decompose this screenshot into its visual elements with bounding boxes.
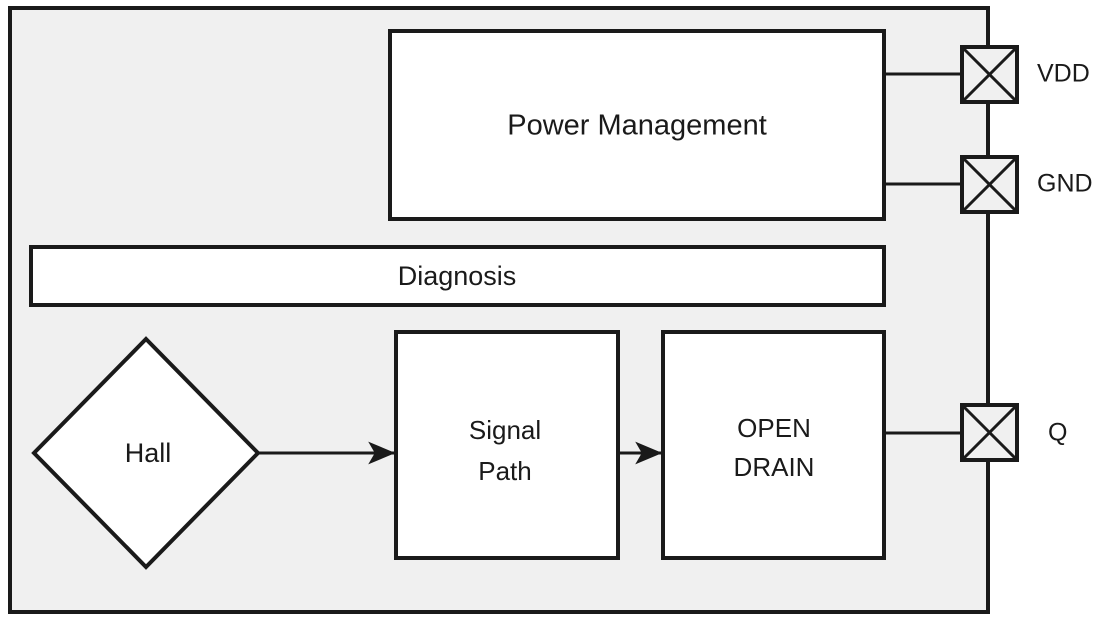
- block-signal-path-label-line2: Path: [478, 456, 532, 486]
- block-open-drain-label-line2: DRAIN: [734, 452, 815, 482]
- block-hall-label: Hall: [125, 438, 172, 468]
- block-power-management[interactable]: Power Management: [388, 29, 886, 221]
- pad-gnd-cross-diagonal-2: [960, 155, 1019, 214]
- block-hall-diamond: [31, 336, 261, 570]
- pad-q-cross-diagonal-2: [960, 403, 1019, 462]
- block-open-drain-rect: [661, 330, 886, 560]
- block-hall[interactable]: Hall: [31, 336, 261, 570]
- pad-q-label: Q: [1048, 419, 1067, 447]
- pad-gnd-label: GND: [1037, 170, 1093, 198]
- block-open-drain[interactable]: OPEN DRAIN: [661, 330, 886, 560]
- pad-vdd[interactable]: VDD: [960, 45, 1090, 104]
- block-open-drain-label-line1: OPEN: [737, 413, 811, 443]
- pad-q[interactable]: Q: [960, 403, 1067, 462]
- block-signal-path-label-line1: Signal: [469, 415, 541, 445]
- pad-gnd[interactable]: GND: [960, 155, 1093, 214]
- block-power-management-label: Power Management: [507, 110, 767, 142]
- pad-vdd-cross-diagonal-2: [960, 45, 1019, 104]
- block-diagnosis[interactable]: Diagnosis: [29, 245, 886, 307]
- connections-group: [256, 72, 964, 465]
- block-diagnosis-label: Diagnosis: [398, 261, 517, 291]
- block-power-management-rect: [388, 29, 886, 221]
- block-diagnosis-rect: [29, 245, 886, 307]
- pad-vdd-label: VDD: [1037, 60, 1090, 88]
- block-signal-path-rect: [394, 330, 620, 560]
- block-signal-path[interactable]: Signal Path: [394, 330, 620, 560]
